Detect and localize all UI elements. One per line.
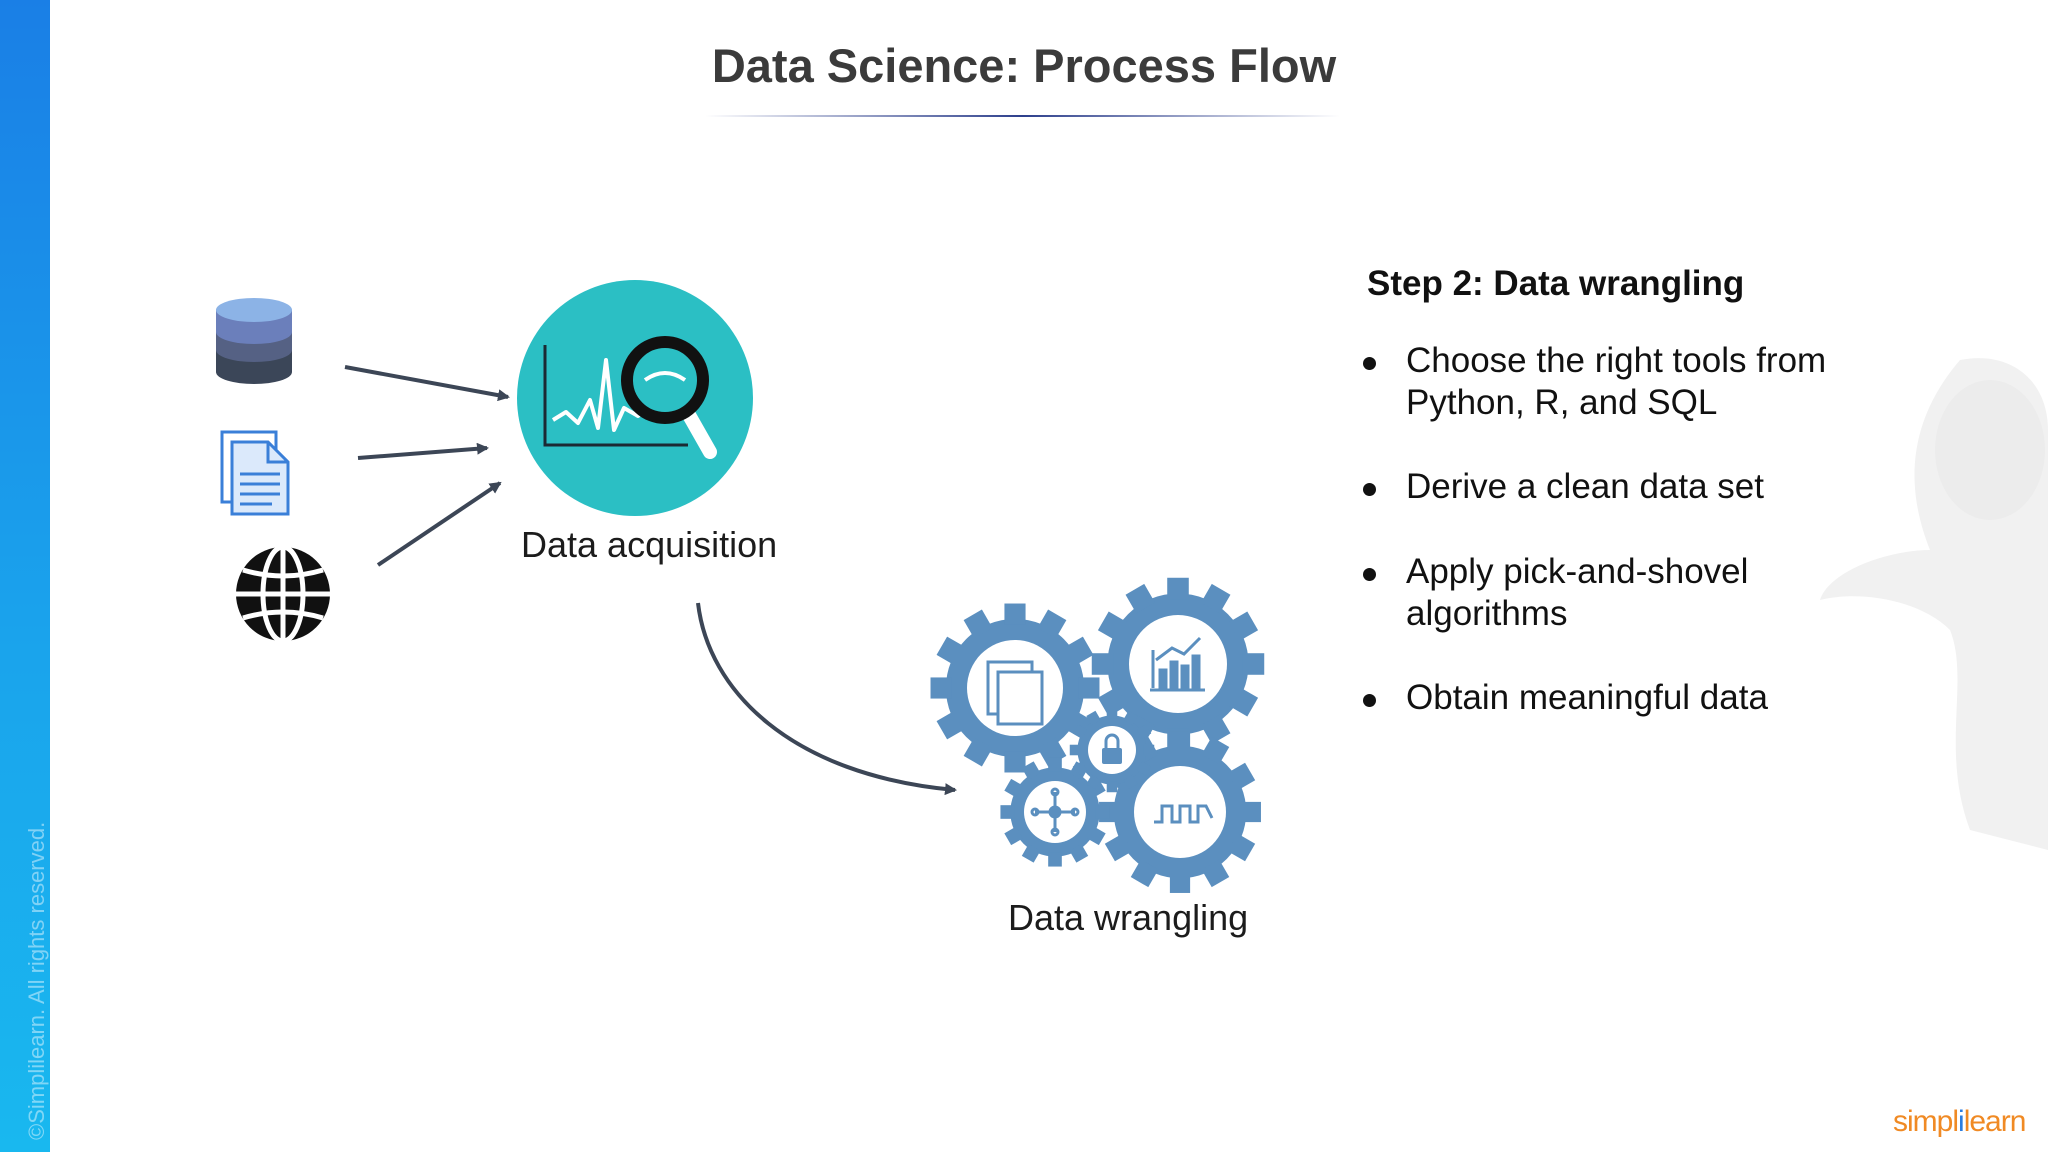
- bullet-item: Apply pick-and-shovel algorithms: [1358, 551, 1878, 635]
- arrow-database-to-acquisition: [344, 365, 510, 402]
- left-accent-bar: ©Simplilearn. All rights reserved.: [0, 0, 50, 1152]
- database-icon: [216, 298, 292, 384]
- title-underline: [705, 115, 1340, 117]
- chart-magnifier-icon: [517, 280, 753, 516]
- simplilearn-logo: simplilearn: [1893, 1105, 2026, 1138]
- node-label-data-acquisition: Data acquisition: [521, 524, 778, 565]
- bullet-item: Derive a clean data set: [1358, 466, 1878, 508]
- arrow-globe-to-acquisition: [376, 481, 502, 567]
- gears-icon: [930, 577, 1265, 893]
- slide-title: Data Science: Process Flow: [711, 39, 1337, 92]
- arrow-acquisition-to-wrangling: [696, 602, 957, 796]
- arrow-document-to-acquisition: [357, 442, 489, 460]
- globe-icon: [236, 544, 330, 644]
- document-icon: [220, 430, 290, 516]
- step-bullet-list: Choose the right tools from Python, R, a…: [1358, 340, 1878, 761]
- step-title: Step 2: Data wrangling: [1367, 264, 1745, 303]
- bullet-item: Obtain meaningful data: [1358, 677, 1878, 719]
- bullet-item: Choose the right tools from Python, R, a…: [1358, 340, 1878, 424]
- background-figure-watermark: [1820, 358, 2048, 850]
- source-arrows: [344, 365, 510, 567]
- node-label-data-wrangling: Data wrangling: [1008, 897, 1249, 938]
